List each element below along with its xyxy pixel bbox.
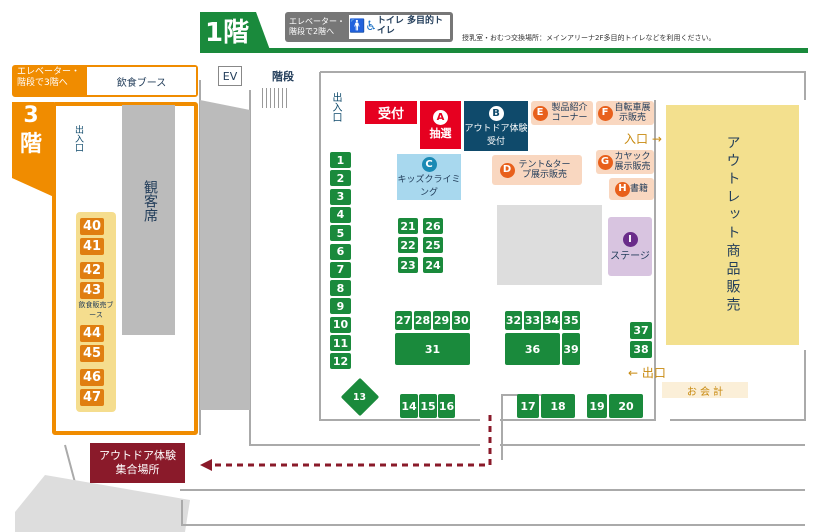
booth-6: 6 [330,243,351,260]
booth-29: 29 [433,311,450,330]
booth-7: 7 [330,261,351,278]
booth-43: 43 [80,282,104,299]
booth-22: 22 [398,237,418,253]
booth-4: 4 [330,206,351,223]
booth-2: 2 [330,170,351,187]
booth-33: 33 [524,311,541,330]
toilet-icon: 🚹 [349,18,366,34]
booth-16: 16 [438,394,455,418]
booth-14: 14 [400,394,418,418]
booth-9: 9 [330,298,351,315]
floor3-outline [52,102,198,435]
toilet-label: トイレ 多目的トイレ [376,16,443,36]
marker-f-icon: F [597,105,613,121]
food-booth-label: 飲食ブース [87,67,196,95]
floor3-entrance: 出入口 [73,125,83,152]
booth-8: 8 [330,280,351,297]
floor3-elevator-note: エレベーター・階段で3階へ [17,67,81,88]
booth-26: 26 [423,218,443,234]
arrow-left-icon: ← [628,366,639,380]
marker-d-icon: D [499,162,515,178]
booth-17: 17 [517,394,539,418]
audience-seats [122,105,175,335]
seats-label: 観客席 [142,180,158,222]
marker-b-icon: B [488,105,504,121]
booth-31: 31 [395,333,470,365]
booth-47: 47 [80,389,104,406]
floor-1-text: 1階 [205,18,250,48]
exit-label: ← 出口 [628,366,666,380]
booth-30: 30 [452,311,470,330]
booth-34: 34 [543,311,560,330]
booth-11: 11 [330,335,351,351]
booth-12: 12 [330,353,351,370]
floor1-entrance[interactable]: 出入口 [330,92,341,122]
booth-23: 23 [398,257,418,273]
elevator-label: EV [218,66,242,86]
booth-3: 3 [330,188,351,205]
booth-44: 44 [80,325,104,342]
booth-38: 38 [630,341,652,358]
nursing-note: 授乳室・おむつ交換場所：メインアリーナ2F多目的トイレなどを利用ください。 [462,34,716,42]
wheelchair-icon: ♿ [365,18,377,34]
booth-24: 24 [423,257,443,273]
booth-40: 40 [80,218,104,235]
stairs-icon [262,88,288,108]
marker-g-icon: G [597,154,613,170]
marker-e-icon: E [532,105,548,121]
marker-h-icon: H [614,181,630,197]
booth-27: 27 [395,311,412,330]
booth-25: 25 [423,237,443,253]
booth-19: 19 [587,394,607,418]
booth-42: 42 [80,262,104,279]
reception: 受付 [365,101,417,124]
booth-37: 37 [630,322,652,339]
booth-36: 36 [505,333,560,365]
outlet-sales-area: アウトレット商品販売 [666,105,799,345]
elevator-toilet-box: エレベーター・階段で2階へ 🚹♿ トイレ 多目的トイレ [285,12,453,42]
stairs-label: 階段 [272,70,294,83]
booth-28: 28 [414,311,431,330]
food-sales-label: 飲食販売ブース [78,301,114,319]
booth-45: 45 [80,345,104,362]
outdoor-meeting-point: アウトドア体験集合場所 [90,443,185,483]
booth-21: 21 [398,218,418,234]
booth-10: 10 [330,316,351,333]
booth-46: 46 [80,369,104,386]
booth-41: 41 [80,238,104,255]
marker-c-icon: C [421,156,437,172]
outlet-label: アウトレット商品販売 [724,135,741,315]
elevator-note: エレベーター・階段で2階へ [289,17,345,36]
floor3-elevator-box: エレベーター・階段で3階へ 飲食ブース [12,65,198,97]
booth-15: 15 [419,394,437,418]
marker-a-icon: A [433,109,448,125]
floor-3-text: 3階 [19,103,42,157]
booth-5: 5 [330,225,351,242]
booth-20: 20 [609,394,643,418]
header-bar [200,48,808,53]
entry-label: 入口 → [624,132,662,146]
booth-39: 39 [562,333,580,365]
marker-i-icon: I [622,231,638,247]
booth-18: 18 [541,394,575,418]
checkout: お 会 計 [662,382,748,398]
arrow-right-icon: → [651,132,662,146]
booth-35: 35 [562,311,580,330]
booth-1: 1 [330,152,351,168]
booth-32: 32 [505,311,522,330]
